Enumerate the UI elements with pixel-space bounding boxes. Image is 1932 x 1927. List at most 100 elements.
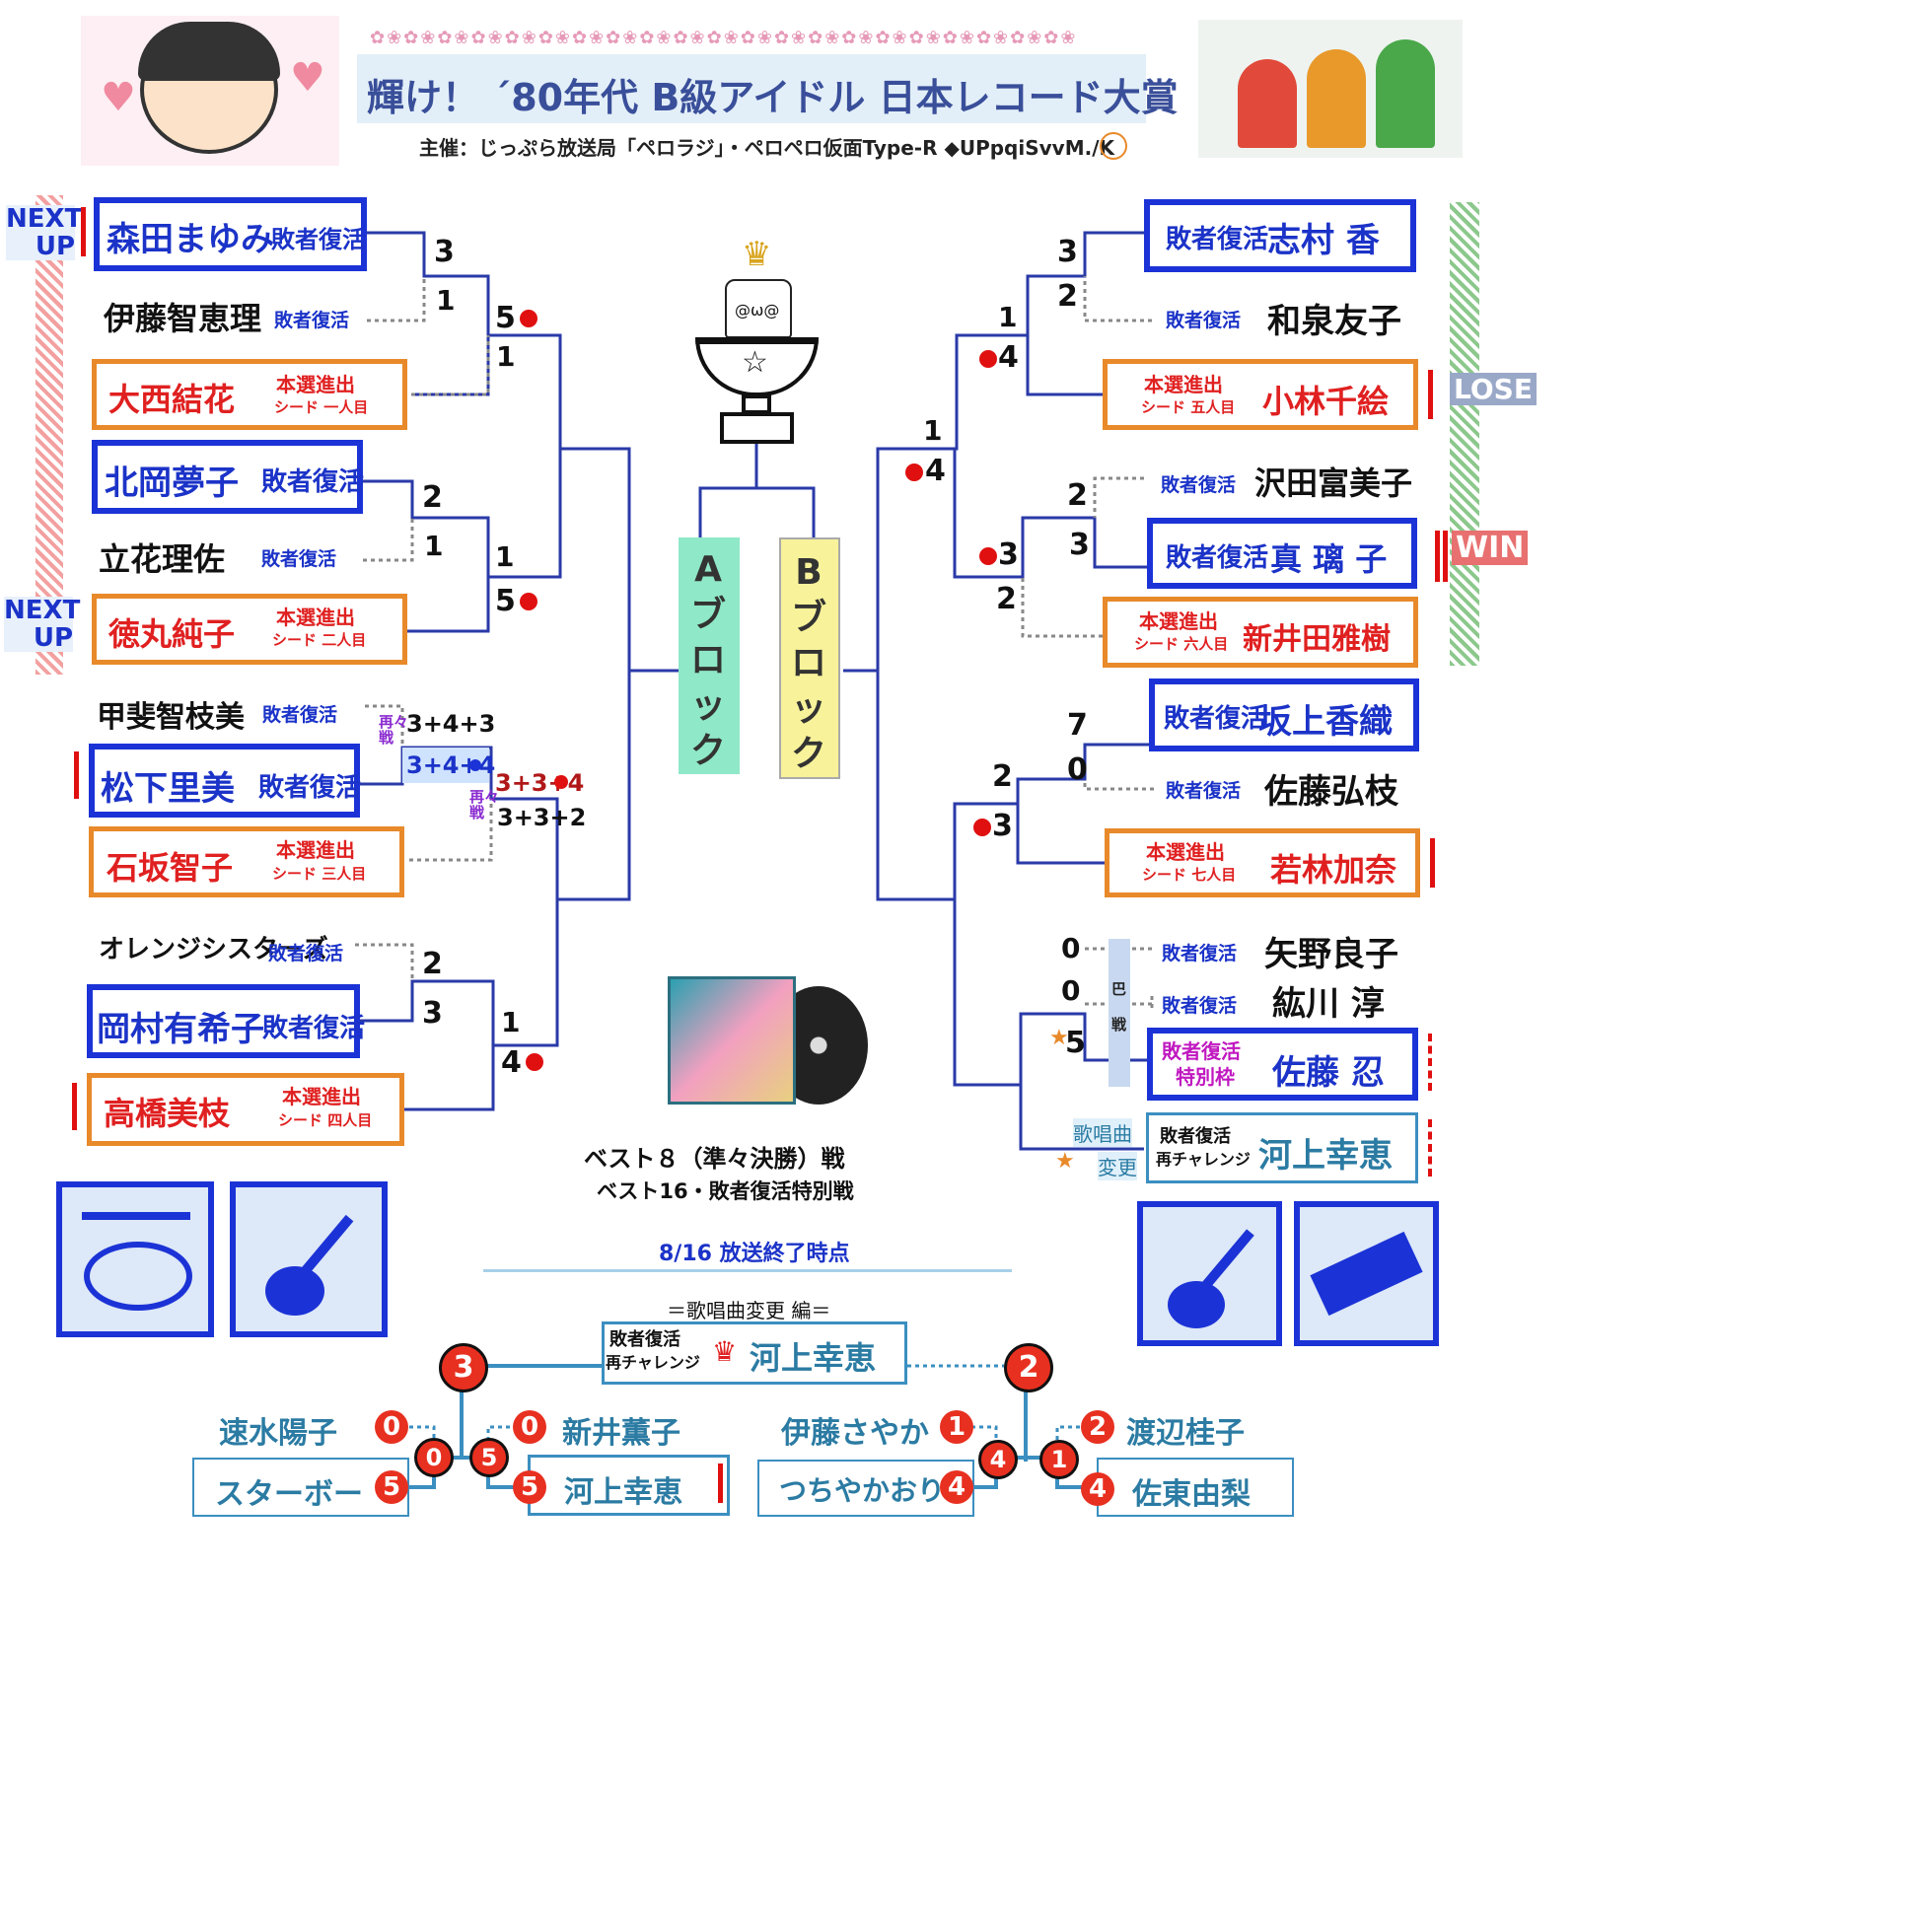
tomoe-panel [1109,939,1130,1087]
a-p3-seed: シード 一人目 [274,398,369,416]
trophy-stem-icon [742,394,771,414]
b-score: 2 [1057,279,1078,314]
b-p12-tag2: 特別枠 [1176,1065,1235,1089]
mini-l-p4-box[interactable] [528,1455,730,1516]
mini-l-p4-marker [718,1463,723,1503]
a-p6-box[interactable] [92,594,407,665]
guitar-icon-tile [1137,1201,1282,1346]
b-score: 2 [996,582,1017,616]
b-p10-tag: 敗者復活 [1162,943,1238,964]
b-p3-box[interactable] [1103,359,1418,430]
a-score: 2 [422,480,443,515]
a-p3-box[interactable] [92,359,407,430]
mini-r-p3-name: 渡辺桂子 [1126,1416,1245,1451]
b-p7-name: 坂上香織 [1258,702,1393,742]
b-p9-name: 若林加奈 [1270,851,1397,889]
a-blue-dot [469,759,481,771]
mini-score-circle: 3 [439,1343,488,1392]
mini-winner-name: 河上幸恵 [750,1339,877,1377]
win-marker [1443,531,1448,582]
a-p4-box[interactable] [92,440,363,514]
a-p7-tag: 敗者復活 [262,704,338,726]
b-p12-box[interactable] [1147,1028,1418,1101]
a-p8-name: 松下里美 [101,769,235,809]
mini-score-circle: 1 [1039,1440,1079,1479]
b-score: 2 [1067,478,1088,513]
drums-icon-tile [56,1181,214,1337]
a-score: 1 [424,530,444,562]
mini-score-circle: 4 [978,1440,1018,1479]
b-score: 5 [1065,1026,1086,1060]
song-change-edition: ＝歌唱曲変更 編＝ [667,1299,831,1322]
trophy-base-icon [720,412,794,444]
a-p6-name: 徳丸純子 [108,615,236,653]
a-p8-tag: 敗者復活 [258,773,362,803]
b-p6-seed: シード 六人目 [1134,635,1229,653]
mini-score-circle: 1 [940,1410,973,1444]
a-p5-tag: 敗者復活 [261,548,337,570]
mini-score-circle: 5 [375,1470,408,1504]
b-score: 4 [925,454,946,488]
b-block-panel [779,537,840,779]
b-p9-tag: 本選進出 [1146,840,1225,864]
b-score: 3 [998,537,1019,572]
b-p9-box[interactable] [1105,828,1420,897]
b-block-label: Bブロック [791,552,827,774]
mini-r-p1-name: 伊藤さやか [781,1416,929,1451]
b-p6-box[interactable] [1103,597,1418,668]
b-p13-tag2: 再チャレンジ [1156,1150,1251,1169]
mini-l-p2-box[interactable] [192,1458,409,1517]
b-p13-box[interactable] [1146,1112,1418,1183]
b-p5-box[interactable] [1147,518,1417,589]
a-p8-box[interactable] [89,744,360,818]
mini-l-p3-name: 新井薫子 [562,1416,680,1451]
b-p3-tag: 本選進出 [1144,373,1223,396]
a-p1-box[interactable] [94,197,367,271]
b-score: 3 [992,809,1013,843]
a-p9-box[interactable] [89,826,404,897]
a-score: 3+3+4 [495,769,585,797]
b-p6-tag: 本選進出 [1139,609,1218,633]
b-p3-seed: シード 五人目 [1141,398,1236,416]
star-icon: ★ [1049,1026,1069,1050]
b-p2-name: 和泉友子 [1267,302,1401,341]
a-winner-dot [554,775,568,789]
cat-face: @ω@ [735,301,780,320]
header-girl-illustration: ♥ ♥ [81,16,339,166]
b-p5-tag: 敗者復活 [1166,543,1269,573]
drums-icon [84,1242,192,1311]
a-p6-seed: シード 二人目 [272,631,367,649]
b-p1-box[interactable] [1144,199,1416,272]
a-p7-name: 甲斐智枝美 [97,700,245,735]
record-jacket-image [668,976,796,1105]
next-up-marker [81,207,86,256]
mini-winner-box[interactable] [602,1321,907,1385]
b-score: 0 [1061,932,1081,964]
b-p5-name: 真 璃 子 [1270,540,1388,578]
mini-r-p2-box[interactable] [757,1460,974,1517]
a-score: 5 [495,301,516,335]
a-score: 3+4+4 [406,751,496,779]
b-p9-marker [1430,838,1435,888]
b-p4-name: 沢田富美子 [1254,464,1413,502]
a-p2-tag: 敗者復活 [274,310,350,331]
keyboard-icon [1310,1231,1423,1317]
b-p7-box[interactable] [1149,678,1419,751]
a-score: 1 [436,284,456,317]
a-p9-name: 石坂智子 [107,849,234,887]
keyboard-icon-tile [1294,1201,1439,1346]
next-up-label: NEXT UP [6,204,83,261]
a-p12-box[interactable] [87,1073,404,1146]
fan-icon [1307,49,1366,148]
a-p6-tag: 本選進出 [276,606,355,629]
a-p11-box[interactable] [87,984,360,1058]
guitar-neck-icon [1189,1229,1254,1304]
b-winner-dot [979,350,997,368]
b-p12-tag: 敗者復活 [1162,1039,1241,1063]
song-change-label2: 変更 [1098,1152,1137,1180]
a-p5-name: 立花理佐 [99,540,226,578]
b-p4-tag: 敗者復活 [1161,474,1237,496]
b-p2-tag: 敗者復活 [1166,310,1242,331]
divider [483,1269,1012,1272]
b-score: 4 [998,340,1019,375]
